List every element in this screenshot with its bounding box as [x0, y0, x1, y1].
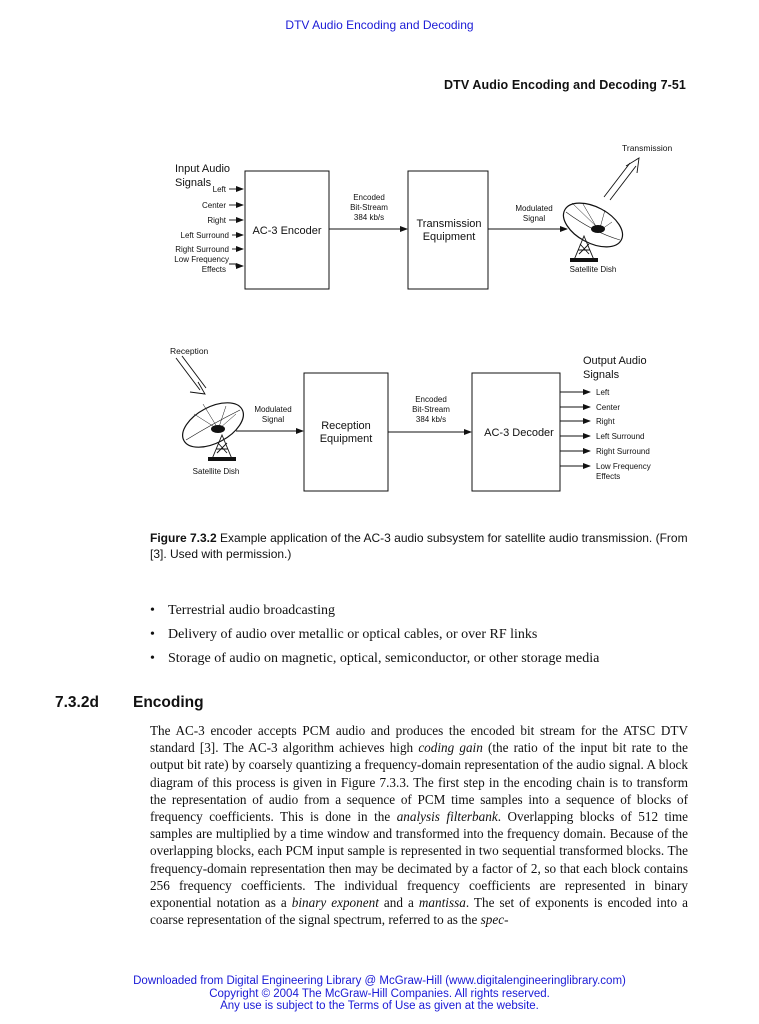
body-text-segment: . Overlapping blocks of 512 time samples…: [150, 809, 688, 911]
input-title-line1: Input Audio: [175, 163, 230, 175]
bottom-modulated-label: Modulated Signal: [254, 405, 291, 424]
output-right-surround: Right Surround: [596, 447, 650, 456]
input-title-line2: Signals: [175, 177, 212, 189]
bottom-dish-label: Satellite Dish: [193, 467, 240, 476]
top-bitstream-line2: Bit-Stream: [350, 203, 388, 212]
list-item: • Storage of audio on magnetic, optical, …: [148, 649, 708, 673]
body-text-segment: The AC-3 encoder accepts PCM audio and p…: [150, 723, 688, 756]
transmission-label: Transmission: [622, 143, 672, 153]
output-title-line2: Signals: [583, 369, 620, 381]
caption-text: Example application of the AC-3 audio su…: [150, 531, 688, 561]
list-item: • Terrestrial audio broadcasting: [148, 601, 708, 625]
top-dish-label: Satellite Dish: [570, 265, 617, 274]
transmission-equipment-line2: Equipment: [423, 231, 476, 243]
ac3-decoder-label: AC-3 Decoder: [484, 427, 554, 439]
bullet-icon: •: [150, 651, 155, 666]
input-right: Right: [207, 216, 226, 225]
list-item-text: Delivery of audio over metallic or optic…: [168, 627, 538, 642]
body-emphasis: analysis filterbank: [396, 809, 498, 825]
ac3-encoder-label: AC-3 Encoder: [252, 225, 321, 237]
transmission-beam-icon: [603, 157, 640, 201]
figure-caption: Figure 7.3.2 Example application of the …: [150, 530, 690, 562]
output-signal-labels: Left Center Right Left Surround Right Su…: [596, 388, 651, 481]
list-item: • Delivery of audio over metallic or opti…: [148, 625, 708, 649]
bottom-modulated-line2: Signal: [262, 415, 284, 424]
satellite-dish-icon: [182, 402, 244, 461]
output-effects: Effects: [596, 472, 620, 481]
ac3-decoder-box: [471, 372, 561, 492]
reception-equipment-line2: Equipment: [320, 433, 373, 445]
transmission-equipment-line1: Transmission: [417, 218, 482, 230]
satellite-dish-icon: [562, 202, 624, 262]
body-emphasis: coding gain: [418, 740, 483, 756]
top-modulated-label: Modulated Signal: [515, 204, 552, 223]
footer-terms-link[interactable]: Any use is subject to the Terms of Use a…: [220, 1000, 539, 1012]
reception-equipment-box: [303, 372, 389, 492]
reception-beam-icon: [175, 355, 207, 395]
input-right-surround: Right Surround: [175, 245, 229, 254]
list-item-text: Terrestrial audio broadcasting: [168, 603, 335, 618]
top-diagram: Transmission Input Audio Signals Left Ce…: [174, 143, 672, 290]
input-signal-labels: Left Center Right Left Surround Right Su…: [174, 185, 229, 274]
body-emphasis: binary exponent: [291, 895, 379, 911]
body-text-segment: (the ratio of the input bit rate to the …: [150, 740, 688, 825]
output-left-surround: Left Surround: [596, 432, 644, 441]
input-arrows: [229, 186, 244, 269]
input-center: Center: [202, 201, 226, 210]
bottom-bitstream-line2: Bit-Stream: [412, 405, 450, 414]
bottom-bitstream-line3: 384 kb/s: [416, 415, 446, 424]
output-right: Right: [596, 417, 615, 426]
input-left-surround: Left Surround: [181, 231, 229, 240]
reception-label: Reception: [170, 346, 209, 356]
top-bitstream-label: Encoded Bit-Stream 384 kb/s: [350, 193, 388, 222]
ac3-encoder-box: [244, 170, 330, 290]
body-emphasis: mantissa: [418, 895, 466, 911]
page-footer: Downloaded from Digital Engineering Libr…: [0, 975, 759, 1013]
bottom-bitstream-line1: Encoded: [415, 395, 447, 404]
section-number: 7.3.2d: [55, 694, 99, 711]
output-left: Left: [596, 388, 610, 397]
bullet-icon: •: [150, 627, 155, 642]
figure-7-3-2: Transmission Input Audio Signals Left Ce…: [170, 143, 672, 492]
top-modulated-line1: Modulated: [515, 204, 552, 213]
top-modulated-line2: Signal: [523, 214, 545, 223]
running-head: DTV Audio Encoding and Decoding 7-51: [443, 78, 686, 92]
bullet-icon: •: [150, 603, 155, 618]
output-center: Center: [596, 403, 620, 412]
section-title: Encoding: [133, 694, 204, 711]
top-link[interactable]: DTV Audio Encoding and Decoding: [285, 18, 474, 32]
bottom-modulated-line1: Modulated: [254, 405, 291, 414]
bullet-list: • Terrestrial audio broadcasting • Deliver…: [148, 601, 708, 673]
input-low-frequency: Low Frequency: [174, 255, 229, 264]
top-bitstream-line1: Encoded: [353, 193, 385, 202]
reception-equipment-line1: Reception: [321, 420, 371, 432]
list-item-text: Storage of audio on magnetic, optical, s…: [168, 651, 600, 666]
bottom-diagram: Reception Satellite Dish Modulated Signa…: [170, 346, 651, 492]
top-bitstream-line3: 384 kb/s: [354, 213, 384, 222]
footer-copyright: Copyright © 2004 The McGraw-Hill Compani…: [209, 987, 550, 1000]
figure-label: Figure 7.3.2: [150, 531, 217, 545]
transmission-equipment-box: [407, 170, 489, 290]
bottom-bitstream-label: Encoded Bit-Stream 384 kb/s: [412, 395, 450, 424]
body-text-segment: . The set of exponents is encoded into a…: [150, 895, 688, 928]
input-effects: Effects: [202, 265, 226, 274]
input-left: Left: [213, 185, 227, 194]
output-title-line1: Output Audio: [583, 355, 647, 367]
body-text-segment: and a: [378, 895, 419, 911]
footer-download-link[interactable]: Downloaded from Digital Engineering Libr…: [133, 975, 626, 987]
body-paragraph: The AC-3 encoder accepts PCM audio and p…: [150, 722, 688, 928]
body-emphasis: spec-: [480, 912, 509, 928]
output-low-frequency: Low Frequency: [596, 462, 651, 471]
output-arrows: [560, 389, 591, 469]
